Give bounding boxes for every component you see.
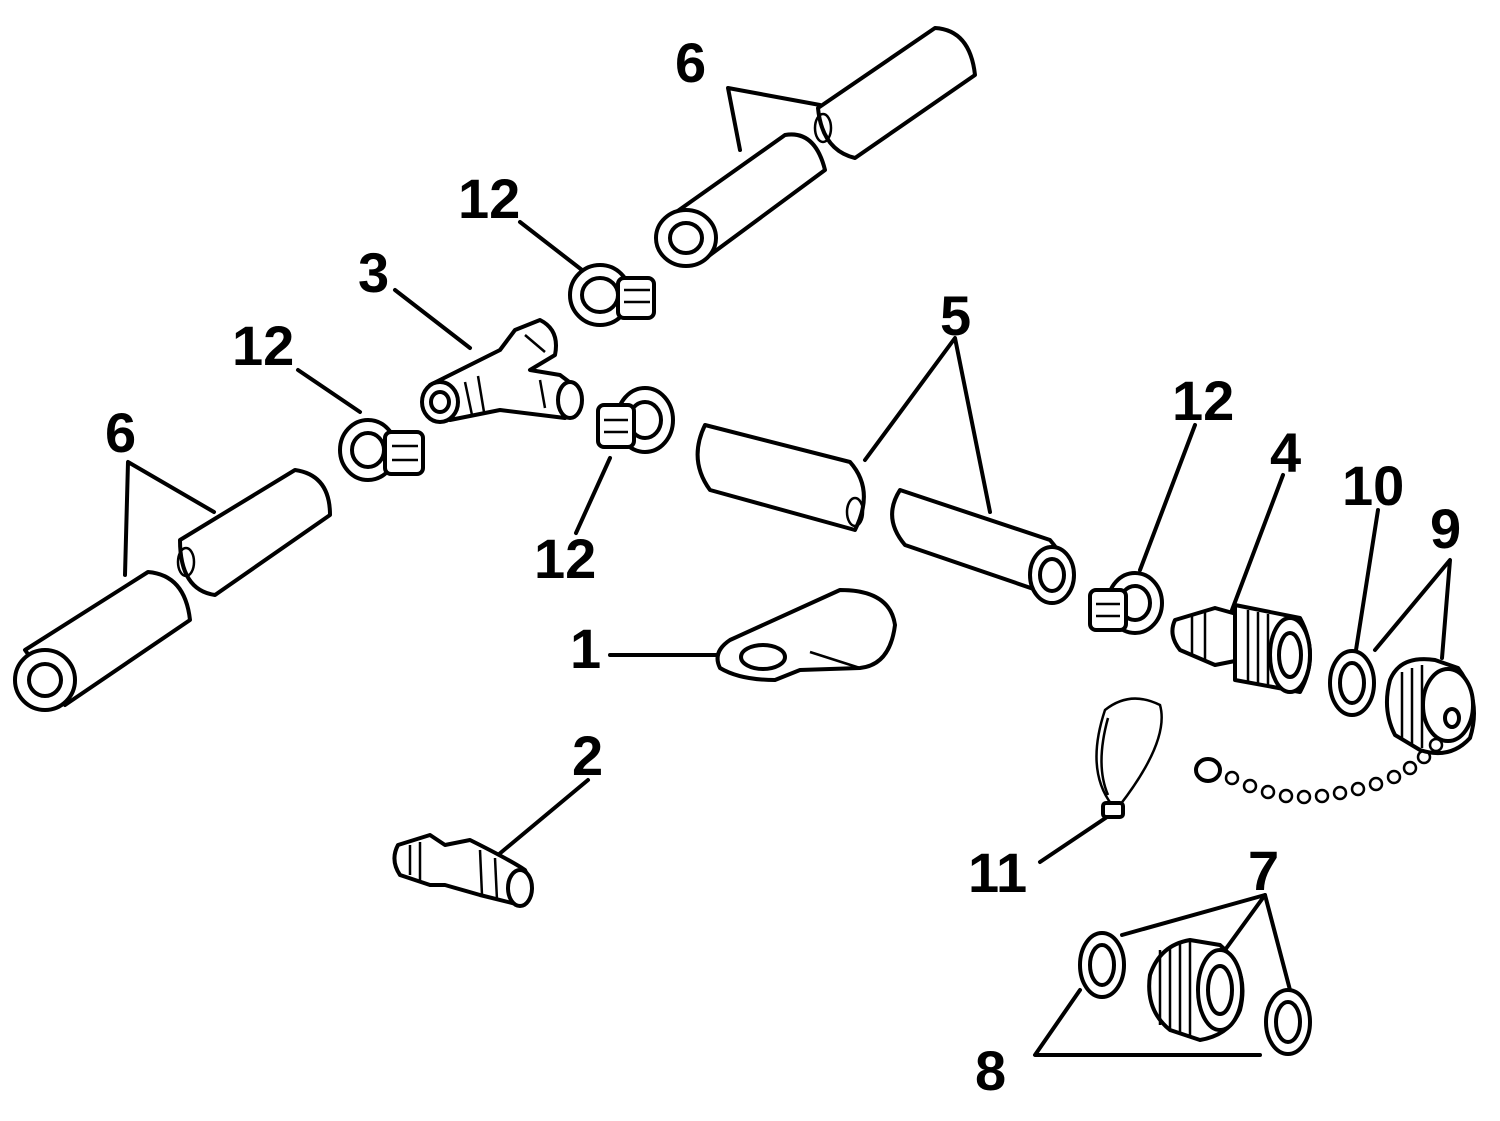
part-6-hose-left [13,468,332,712]
callout-6-top: 6 [675,31,706,94]
leader-lines [123,86,1452,1057]
callout-12-right: 12 [1172,369,1234,432]
callout-12-top: 12 [458,167,520,230]
part-12-clamp-top [568,263,656,327]
part-5-hose-middle [695,423,1076,605]
callout-2: 2 [572,724,603,787]
part-7-8-coupler-washers [1078,931,1312,1056]
callout-1: 1 [570,617,601,680]
callout-8: 8 [975,1039,1006,1102]
callout-11: 11 [968,841,1027,904]
part-4-hose-adapter [1170,603,1312,694]
part-10-washer [1328,649,1376,717]
part-11-cable-tie [1095,697,1163,819]
bead-chain [1224,737,1444,805]
callout-6-left: 6 [105,401,136,464]
callout-12-left: 12 [232,314,294,377]
callout-10: 10 [1342,454,1404,517]
callout-12-middle: 12 [534,527,596,590]
part-9-cap-chain [1194,657,1476,805]
callout-7: 7 [1248,839,1279,902]
part-12-clamp-left [338,418,425,482]
part-12-clamp-middle [596,386,675,454]
part-6-hose-top [654,26,977,268]
part-12-clamp-right [1088,571,1164,635]
part-2-hose-barb [392,833,534,908]
part-3-tee-fitting [420,318,584,424]
callout-4: 4 [1270,421,1301,484]
callout-3: 3 [358,241,389,304]
part-1-bracket-clip [715,588,897,682]
callout-9: 9 [1430,497,1461,560]
